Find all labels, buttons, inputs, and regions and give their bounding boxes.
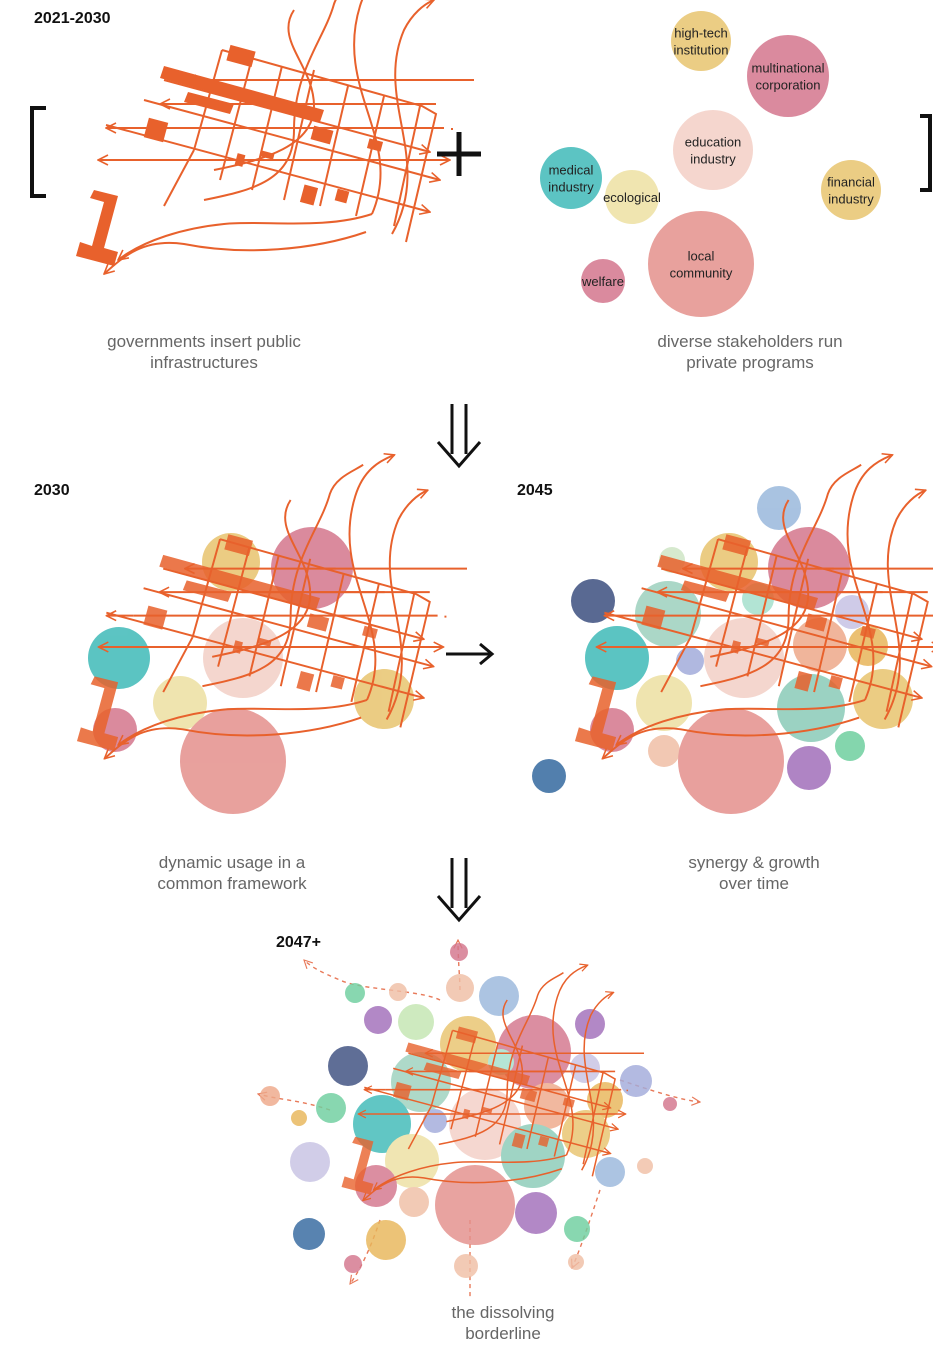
caption-line: governments insert public (107, 332, 301, 351)
caption-dissolving-borderline: the dissolving borderline (353, 1302, 653, 1344)
stakeholder-ecological: ecological (603, 170, 661, 224)
arrow-right-icon (446, 642, 495, 666)
stakeholder-label: high-tech (674, 26, 727, 41)
caption-line: private programs (686, 353, 814, 372)
bracket-left-icon (30, 106, 46, 198)
stakeholder-bubble (648, 211, 754, 317)
stakeholder-label: welfare (581, 274, 624, 289)
stakeholder-local: local community (648, 211, 754, 317)
stakeholder-bubble (540, 147, 602, 209)
bracket-right-icon (920, 114, 932, 192)
stakeholder-bubble (671, 11, 731, 71)
caption-line: infrastructures (150, 353, 258, 372)
year-label-2021-2030: 2021-2030 (34, 10, 111, 27)
caption-stakeholders: diverse stakeholders run private program… (600, 331, 900, 373)
stakeholder-multinational: multinational corporation (747, 35, 829, 117)
stakeholder-bubble (581, 259, 625, 303)
stakeholder-label: local (688, 249, 715, 264)
caption-line: borderline (465, 1324, 541, 1343)
caption-line: diverse stakeholders run (657, 332, 843, 351)
year-label-2045: 2045 (517, 482, 553, 499)
stakeholder-education: education industry (673, 110, 753, 190)
caption-line: common framework (157, 874, 307, 893)
caption-line: the dissolving (451, 1303, 555, 1322)
stakeholder-hightech: high-tech institution (671, 11, 731, 71)
bubbles-2047-back (260, 943, 677, 1278)
stakeholder-label: institution (674, 43, 729, 58)
infrastructure-grid-2021 (76, 0, 474, 274)
year-label-2047: 2047+ (276, 934, 321, 951)
caption-line: over time (719, 874, 789, 893)
bubbles-2045-back (532, 486, 913, 814)
stakeholder-label: ecological (603, 190, 661, 205)
caption-line: dynamic usage in a (158, 853, 306, 872)
stakeholder-label: industry (690, 152, 736, 167)
stakeholder-medical: medical industry (540, 147, 602, 209)
stakeholder-label: financial (827, 175, 875, 190)
stakeholder-label: corporation (755, 78, 820, 93)
stakeholder-bubble (821, 160, 881, 220)
stakeholder-welfare: welfare (581, 259, 625, 303)
stakeholder-label: education (685, 135, 741, 150)
caption-dynamic-usage: dynamic usage in a common framework (82, 852, 382, 894)
plus-icon (437, 132, 481, 176)
year-label-2030: 2030 (34, 482, 70, 499)
stakeholder-label: industry (548, 180, 594, 195)
stakeholder-label: industry (828, 192, 874, 207)
stakeholder-financial: financial industry (821, 160, 881, 220)
stakeholder-label: multinational (752, 61, 825, 76)
caption-governments: governments insert public infrastructure… (54, 331, 354, 373)
caption-synergy: synergy & growth over time (604, 852, 904, 894)
caption-line: synergy & growth (688, 853, 820, 872)
stakeholder-bubble (747, 35, 829, 117)
stakeholder-label: medical (549, 163, 594, 178)
stakeholder-bubble (605, 170, 659, 224)
double-arrow-down-icon-2 (436, 858, 482, 923)
stakeholder-label: community (670, 266, 733, 281)
stakeholder-bubble (673, 110, 753, 190)
stakeholder-bubbles: high-tech institution multinational corpora… (540, 11, 881, 317)
double-arrow-down-icon (436, 404, 482, 469)
